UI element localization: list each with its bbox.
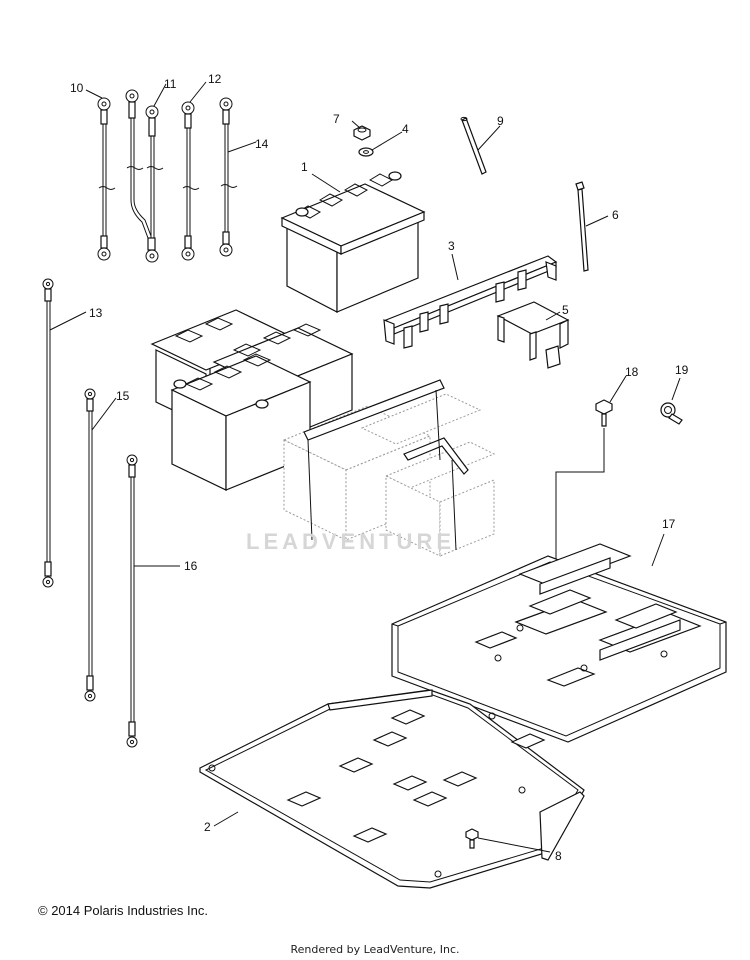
battery-pack-front	[150, 309, 354, 491]
callout-6: 6	[612, 208, 619, 222]
callout-5: 5	[562, 303, 569, 317]
short-cable-14	[219, 97, 238, 257]
callout-2: 2	[204, 820, 211, 834]
callout-1: 1	[301, 160, 308, 174]
bolt-18-guide	[555, 428, 605, 560]
callout-14: 14	[255, 137, 269, 151]
bracket-3	[383, 255, 558, 349]
short-cable-12	[181, 101, 200, 261]
callout-16: 16	[184, 559, 198, 573]
callout-labels: 1 2 3 4 5 6 7 8 9 10 11 12 13 14 15 16 1…	[70, 72, 689, 863]
bolt-8	[465, 828, 479, 849]
callout-12: 12	[208, 72, 222, 86]
tray-17	[391, 543, 727, 743]
rendered-by-text: Rendered by LeadVenture, Inc.	[290, 943, 460, 956]
long-cable-16	[126, 454, 138, 748]
leader-lines	[49, 81, 681, 853]
callout-11: 11	[164, 77, 177, 91]
short-cable-10	[97, 97, 116, 261]
callout-3: 3	[448, 239, 455, 253]
long-cable-15	[84, 388, 96, 702]
callout-19: 19	[675, 363, 689, 377]
callout-15: 15	[116, 389, 130, 403]
bolt-18	[595, 399, 613, 427]
callout-9: 9	[497, 114, 504, 128]
long-cable-13	[42, 278, 54, 588]
nut-7	[353, 125, 371, 141]
rod-6	[575, 181, 589, 272]
battery-pack-ghost	[282, 379, 496, 557]
short-cable-11b	[145, 105, 164, 263]
callout-4: 4	[402, 122, 409, 136]
battery-1	[280, 171, 426, 313]
callout-8: 8	[555, 849, 562, 863]
rod-9	[460, 116, 487, 175]
clip-19	[660, 402, 683, 425]
bracket-5	[496, 301, 570, 369]
copyright-text: © 2014 Polaris Industries Inc.	[38, 903, 208, 918]
callout-7: 7	[333, 112, 340, 126]
watermark: LEADVENTURE	[246, 529, 455, 554]
short-cable-11a	[125, 89, 152, 239]
skid-plate-slots	[286, 709, 546, 843]
callout-18: 18	[625, 365, 639, 379]
callout-13: 13	[89, 306, 103, 320]
skid-plate-2	[199, 689, 585, 889]
callout-10: 10	[70, 81, 84, 95]
callout-17: 17	[662, 517, 676, 531]
washer-4	[358, 147, 374, 157]
